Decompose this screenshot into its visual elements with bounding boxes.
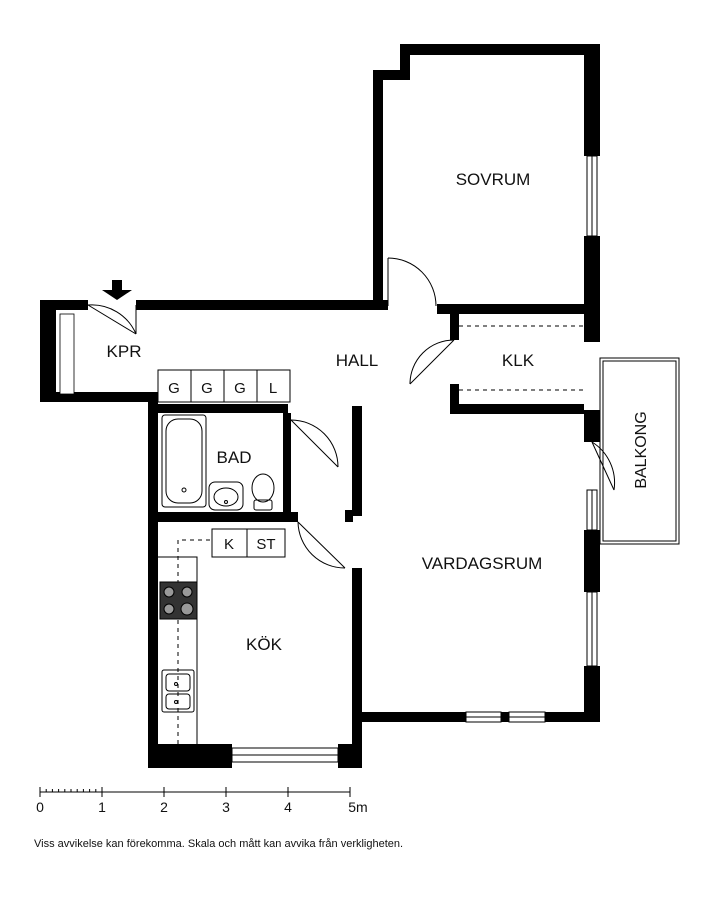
room-bad: BAD <box>217 448 252 467</box>
kitchen-sink-icon <box>161 669 195 713</box>
room-labels: SOVRUM HALL KPR KLK BAD KÖK VARDAGSRUM B… <box>107 170 650 654</box>
room-sovrum: SOVRUM <box>456 170 531 189</box>
stove-icon <box>159 581 198 620</box>
cabinet-k: K <box>224 536 234 553</box>
windows <box>59 155 598 763</box>
scale-bar: 0 1 2 3 4 5m <box>36 787 368 815</box>
closet-shelves <box>459 325 584 391</box>
cabinet-g-1: G <box>168 380 180 397</box>
room-hall: HALL <box>336 351 379 370</box>
scale-label: 5m <box>348 799 367 815</box>
scale-label: 4 <box>284 799 292 815</box>
kitchen-fixtures: K ST <box>158 528 286 744</box>
cabinet-g-3: G <box>234 380 246 397</box>
entrance-arrow-icon <box>102 280 132 300</box>
cabinet-g-2: G <box>201 380 213 397</box>
walls <box>40 44 600 768</box>
cabinet-l: L <box>269 380 277 397</box>
bathroom-fixtures <box>161 414 275 511</box>
scale-label: 0 <box>36 799 44 815</box>
room-balkong: BALKONG <box>633 411 650 488</box>
cabinet-st: ST <box>256 536 275 553</box>
doors <box>87 257 616 569</box>
bathtub-icon <box>161 414 207 508</box>
room-klk: KLK <box>502 351 535 370</box>
room-kpr: KPR <box>107 342 142 361</box>
toilet-icon <box>251 473 275 511</box>
scale-label: 3 <box>222 799 230 815</box>
scale-label: 2 <box>160 799 168 815</box>
scale-label: 1 <box>98 799 106 815</box>
room-kok: KÖK <box>246 635 283 654</box>
hall-cabinets: G G G L <box>157 369 291 403</box>
disclaimer-text: Viss avvikelse kan förekomma. Skala och … <box>34 838 404 850</box>
sink-icon <box>208 481 244 511</box>
room-vardagsrum: VARDAGSRUM <box>422 554 543 573</box>
